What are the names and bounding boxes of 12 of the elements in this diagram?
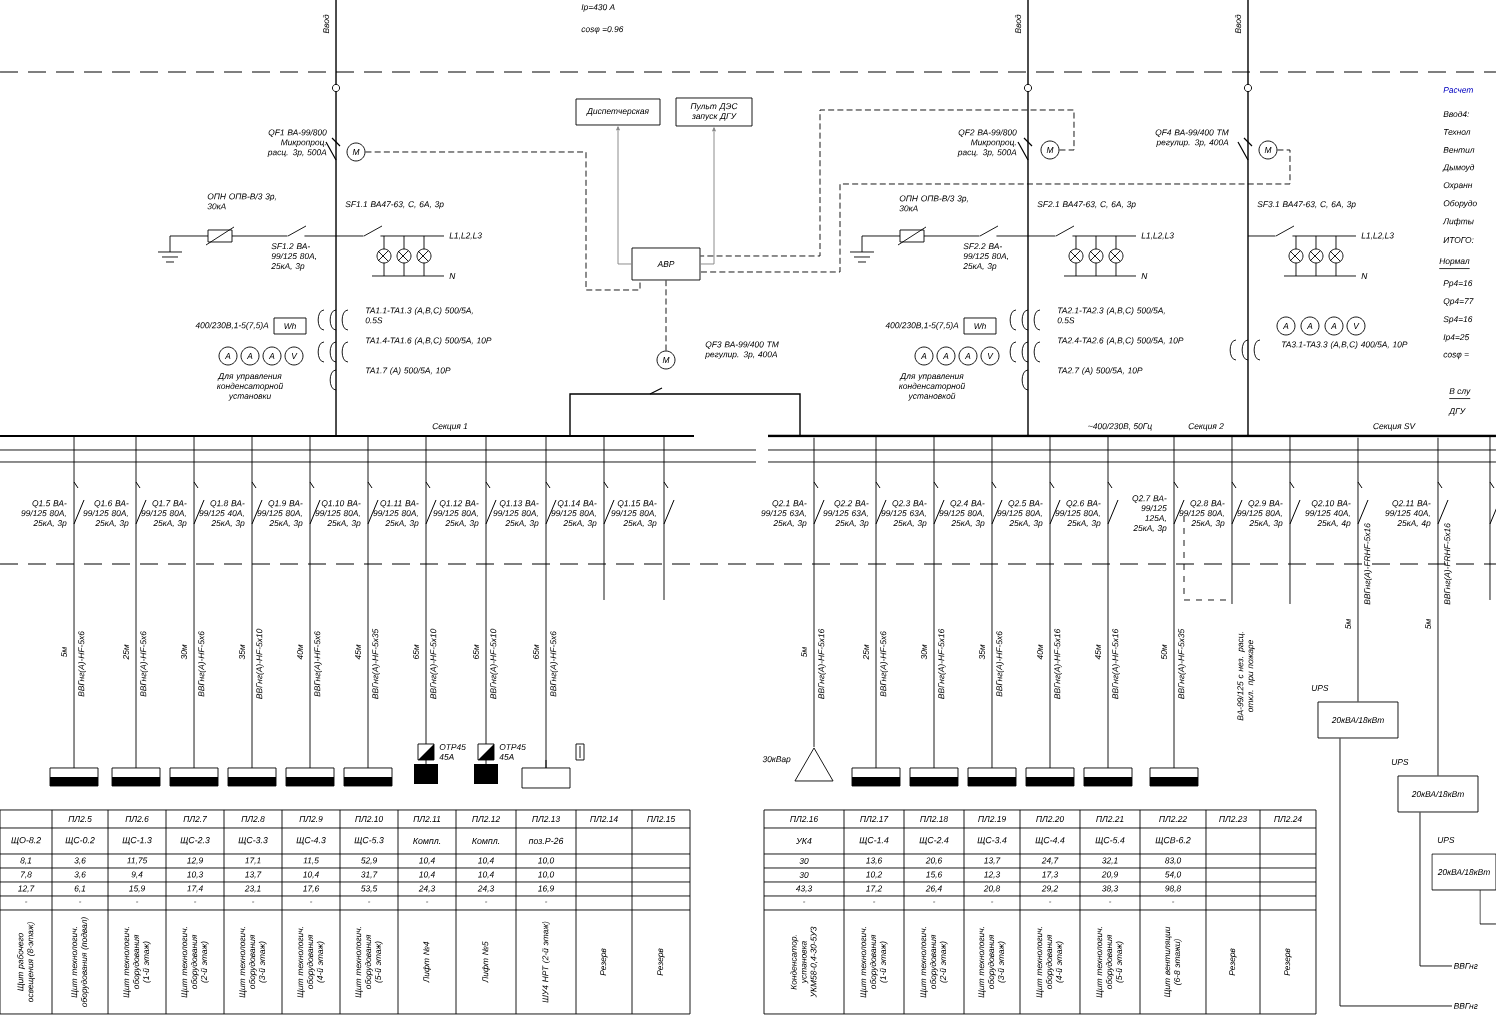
connector-line — [665, 280, 667, 351]
connector-line — [700, 149, 1291, 273]
connector-line — [700, 127, 716, 265]
connector-line — [1357, 437, 1359, 702]
connector-line — [365, 151, 641, 291]
connector-line — [616, 126, 632, 265]
connector-line — [700, 109, 1075, 257]
capacitor-bank-symbol — [794, 747, 834, 782]
connector-line — [1339, 737, 1453, 1007]
connector-line — [1437, 437, 1439, 776]
connector-line — [1419, 812, 1453, 967]
connector-line — [813, 437, 815, 748]
